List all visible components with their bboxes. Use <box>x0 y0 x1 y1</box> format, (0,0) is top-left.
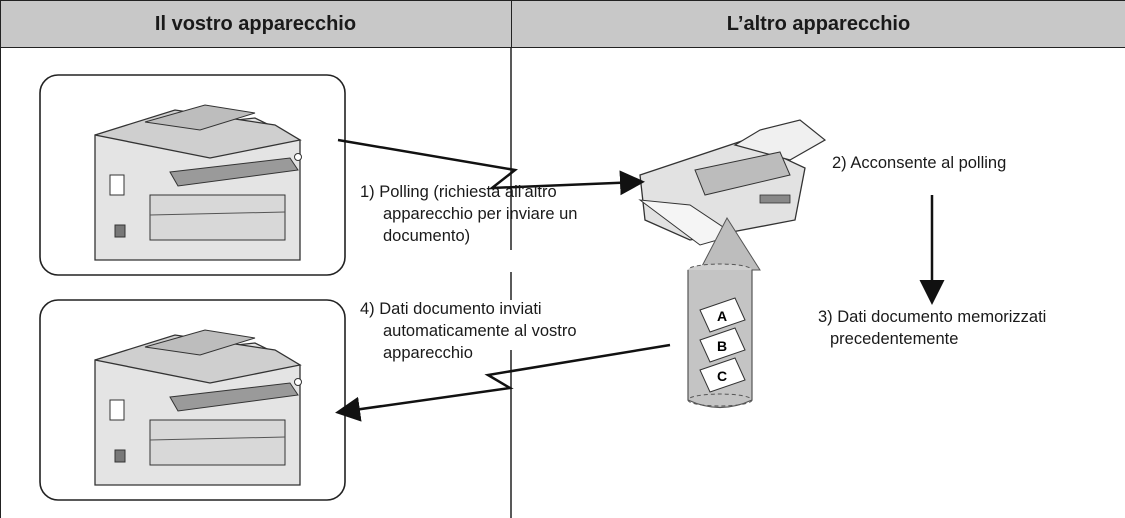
step1-line2: apparecchio per inviare un <box>383 205 578 223</box>
arrow-polling-request <box>337 138 645 196</box>
cylinder-letter-b: B <box>717 338 727 354</box>
step1-line3: documento) <box>383 227 471 245</box>
cylinder-letter-a: A <box>717 308 727 324</box>
step3-line1: 3) Dati documento memorizzati <box>818 308 1047 326</box>
step2-line1: 2) Acconsente al polling <box>832 154 1007 172</box>
other-fax-machine <box>638 119 827 246</box>
column-divider-header <box>511 0 512 48</box>
table-header: Il vostro apparecchio L’altro apparecchi… <box>0 0 1125 48</box>
step2-label: 2) Acconsente al polling <box>832 152 1006 174</box>
your-copier-top <box>39 74 346 276</box>
your-copier-bottom <box>39 299 346 501</box>
step1-line1: 1) Polling (richiesta all'altro <box>360 183 557 201</box>
step3-label: 3) Dati documento memorizzati precedente… <box>818 306 1046 350</box>
step1-label: 1) Polling (richiesta all'altro apparecc… <box>360 181 577 247</box>
step4-line2: automaticamente al vostro <box>383 322 577 340</box>
your-machine-heading: Il vostro apparecchio <box>154 13 357 35</box>
table-left-border <box>0 0 1 518</box>
step4-label: 4) Dati documento inviati automaticament… <box>360 298 577 364</box>
cylinder-letter-c: C <box>717 368 727 384</box>
arrow-document-return <box>335 343 671 422</box>
other-machine-heading: L’altro apparecchio <box>726 13 911 35</box>
memory-cylinder: A B C <box>687 216 761 409</box>
step4-line1: 4) Dati documento inviati <box>360 300 542 318</box>
step3-line2: precedentemente <box>830 330 959 348</box>
step4-line3: apparecchio <box>383 344 473 362</box>
